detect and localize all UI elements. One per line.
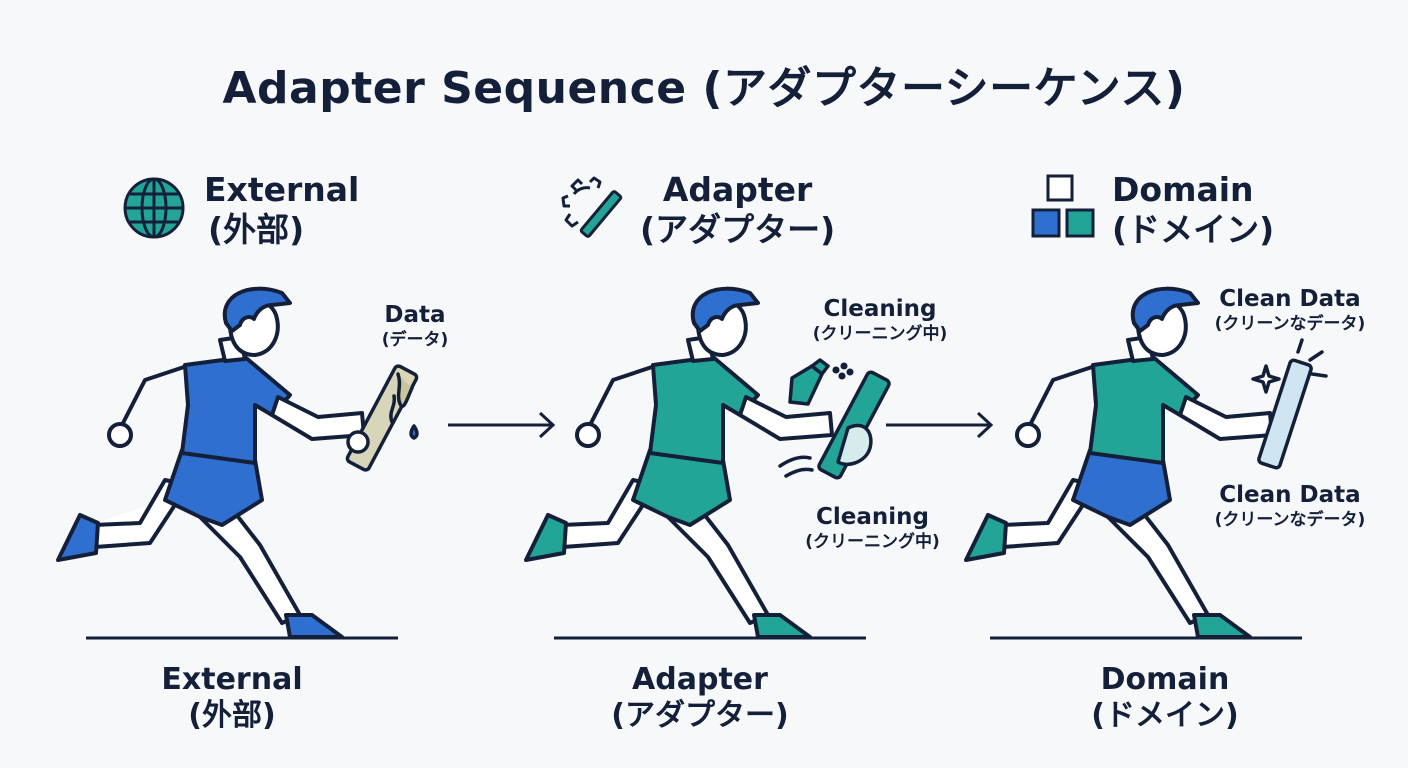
dirty-data-stick <box>345 364 419 472</box>
annotation-cleaning-bottom: Cleaning (クリーニング中) <box>805 504 940 552</box>
globe-icon <box>123 177 185 239</box>
arrow-external-to-adapter <box>448 411 556 439</box>
footer-label-domain: Domain (ドメイン) <box>1091 662 1239 733</box>
footer-label-adapter: Adapter (アダプター) <box>611 662 789 733</box>
runner-adapter <box>524 286 834 639</box>
header-label-adapter: Adapter (アダプター) <box>640 170 836 249</box>
clean-data-stick <box>1251 338 1328 470</box>
spray-bottle-icon <box>788 358 854 406</box>
runner-external <box>56 286 366 639</box>
header-label-domain: Domain (ドメイン) <box>1112 170 1275 249</box>
blocks-icon <box>1031 174 1095 238</box>
annotation-data: Data (データ) <box>381 302 449 350</box>
diagram-title: Adapter Sequence (アダプターシーケンス) <box>222 63 1186 114</box>
runner-domain <box>964 286 1274 639</box>
ground-line-adapter <box>554 636 866 640</box>
cleaning-stick <box>778 370 891 480</box>
annotation-clean-data-top: Clean Data (クリーンなデータ) <box>1214 286 1366 334</box>
gear-wrench-icon <box>561 176 623 238</box>
header-label-external: External (外部) <box>204 170 360 249</box>
annotation-cleaning-top: Cleaning (クリーニング中) <box>812 296 948 344</box>
footer-label-external: External (外部) <box>161 662 303 733</box>
arrow-adapter-to-domain <box>886 411 994 439</box>
ground-line-external <box>86 636 398 640</box>
annotation-clean-data-bottom: Clean Data (クリーンなデータ) <box>1214 482 1366 530</box>
